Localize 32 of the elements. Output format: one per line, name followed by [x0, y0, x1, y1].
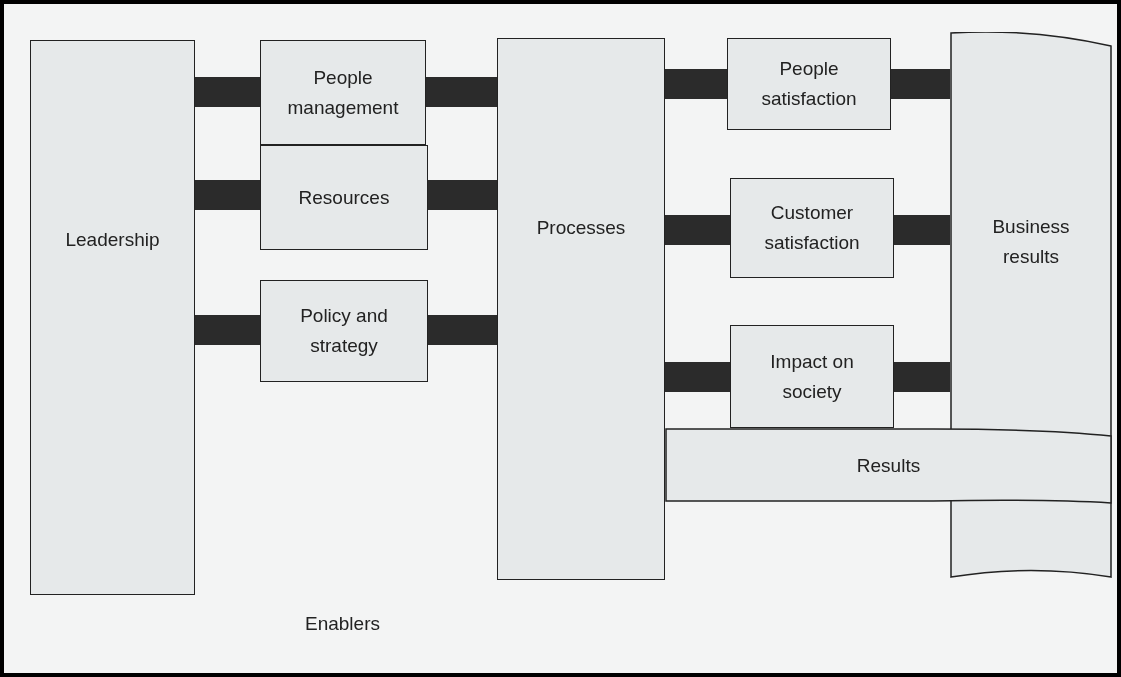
enabler-box: [260, 145, 428, 250]
enabler-box: [727, 38, 891, 130]
enabler-box: [30, 40, 195, 595]
node-label: Business results: [991, 215, 1071, 269]
node-label: Resources: [297, 185, 391, 210]
node-label: Policy and strategy: [299, 304, 389, 358]
connector-bar: [195, 315, 260, 345]
connector-bar: [195, 77, 260, 107]
node-label: People satisfaction: [760, 57, 858, 111]
connector-bar: [894, 215, 950, 245]
connector-bar: [665, 215, 730, 245]
connector-bar: [894, 362, 950, 392]
enabler-box: [260, 280, 428, 382]
node-label: Results: [855, 454, 922, 478]
enabler-box: [730, 325, 894, 428]
connector-bar: [665, 362, 730, 392]
connector-bar: [426, 77, 497, 107]
node-label: Processes: [535, 216, 627, 240]
connector-bar: [428, 180, 497, 210]
connector-bar: [195, 180, 260, 210]
node-label: Customer satisfaction: [763, 201, 861, 255]
results-band: [665, 428, 1112, 504]
node-label: People management: [286, 65, 400, 120]
enabler-box: [497, 38, 665, 580]
node-label: Leadership: [64, 228, 161, 252]
enabler-box: [260, 40, 426, 145]
node-label: Impact on society: [769, 349, 855, 404]
group-label: Enablers: [305, 612, 380, 636]
connector-bar: [428, 315, 497, 345]
connector-bar: [891, 69, 950, 99]
enabler-box: [730, 178, 894, 278]
connector-bar: [665, 69, 727, 99]
